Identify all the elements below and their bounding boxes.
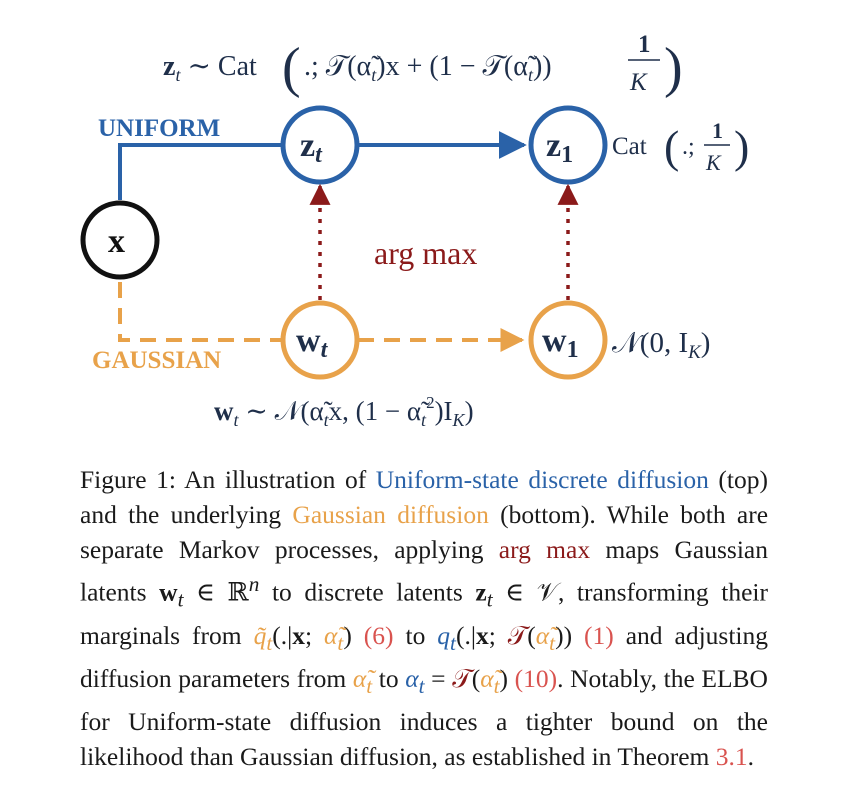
top-formula-frac-num: 1	[638, 31, 651, 58]
ref-eq10[interactable]: (10)	[514, 663, 558, 693]
uniform-path	[118, 143, 282, 200]
node-z1-label: z1	[546, 127, 573, 168]
gaussian-label: GAUSSIAN	[92, 347, 221, 374]
node-w1-label: w1	[542, 322, 579, 363]
argmax-text: arg max	[498, 535, 591, 564]
cat-right-paren-close: )	[734, 121, 749, 172]
cat-right-body: .;	[682, 134, 695, 160]
node-w1	[528, 300, 608, 380]
node-x	[80, 200, 160, 280]
ref-theorem-3-1[interactable]: 3.1	[715, 741, 748, 771]
cat-right: Cat	[612, 133, 647, 160]
figure-caption: Figure 1: An illustration of Uniform-sta…	[80, 462, 768, 774]
top-formula: zt ∼ Cat	[163, 51, 257, 85]
cat-right-paren-open: (	[664, 121, 679, 172]
node-zt-label: zt	[300, 127, 323, 168]
bottom-formula: wt ∼ 𝒩(α̃tx, (1 − α̃t2)IK)	[214, 393, 474, 430]
cat-right-frac-num: 1	[712, 118, 723, 143]
uniform-label: UNIFORM	[98, 115, 220, 142]
argmax-label: arg max	[374, 235, 477, 271]
top-formula-paren-open: (	[282, 37, 301, 99]
cat-right-frac-den: K	[705, 150, 722, 175]
ref-eq1[interactable]: (1)	[584, 620, 614, 650]
node-z1	[528, 105, 608, 185]
top-formula-paren-close: )	[664, 37, 683, 99]
gaussian-path	[118, 282, 282, 342]
ref-eq6[interactable]: (6)	[363, 620, 394, 650]
normal-right: 𝒩(0, IK)	[612, 327, 710, 363]
link-uniform-state[interactable]: Uniform-state discrete diffusion	[375, 465, 709, 494]
node-wt-label: wt	[296, 322, 329, 363]
figure-diagram: zt ∼ Cat ( .; 𝒯(α̃t)x + (1 − 𝒯(α̃t)) 1 K…	[80, 31, 749, 430]
top-formula-frac-den: K	[629, 69, 648, 96]
top-formula-body: .; 𝒯(α̃t)x + (1 − 𝒯(α̃t))	[304, 51, 552, 85]
caption-text: Figure 1: An illustration of Uniform-sta…	[80, 465, 769, 771]
node-zt	[280, 105, 360, 185]
node-wt	[280, 300, 360, 380]
node-x-label: x	[108, 223, 125, 260]
link-gaussian-diffusion[interactable]: Gaussian diffusion	[292, 500, 489, 529]
